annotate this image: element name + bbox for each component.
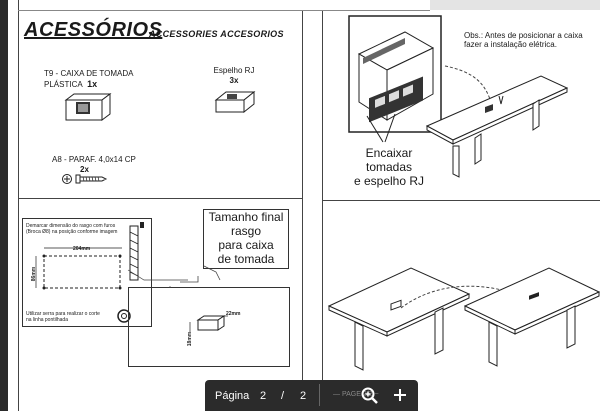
cut-result-box xyxy=(128,287,290,367)
total-pages: 2 xyxy=(300,390,307,402)
panel-divider-vertical xyxy=(302,10,303,411)
dim-side: 18mm xyxy=(187,331,194,347)
page-subtitle: ACCESSORIES ACCESORIOS xyxy=(149,29,284,39)
plus-icon[interactable] xyxy=(393,388,407,402)
panel-divider-left xyxy=(18,198,302,199)
toolbar-divider xyxy=(319,384,320,406)
cut-note: Utilizar serra para realizar o corte na … xyxy=(26,311,100,323)
drill-detail-drawing xyxy=(35,222,144,323)
page-title: ACESSÓRIOS xyxy=(24,19,163,41)
screw-drawing xyxy=(62,174,108,184)
step1-illustration xyxy=(348,15,569,178)
t9-label: T9 - CAIXA DE TOMADA PLÁSTICA 1x xyxy=(44,69,134,89)
zoom-in-icon[interactable] xyxy=(361,387,379,405)
page-top-border xyxy=(18,10,430,11)
rj-mirror-drawing xyxy=(214,90,256,114)
panel-divider-vertical-2 xyxy=(322,10,323,411)
cut-result-drawing xyxy=(127,265,228,332)
current-page-input[interactable]: 2 xyxy=(260,390,267,402)
final-cut-size-callout: Tamanho final rasgo para caixa de tomada xyxy=(203,209,289,269)
a8-label: A8 - PARAF. 4,0x14 CP 2x xyxy=(52,155,136,174)
drill-note: Demarcar dimensão do rasgo com furos (Br… xyxy=(26,223,118,235)
dim-depth: 22mm xyxy=(226,311,241,317)
zoom-out-button[interactable]: — PAGE 2/2 ~ xyxy=(333,391,379,398)
installation-note: Obs.: Antes de posicionar a caixa fazer … xyxy=(464,31,583,49)
t9-outlet-box-drawing xyxy=(64,93,112,121)
pdf-viewer-toolbar: Página 2 / 2 — PAGE 2/2 ~ xyxy=(205,380,418,411)
page-border-left xyxy=(18,0,19,411)
dim-width: 204mm xyxy=(73,246,91,252)
panel-divider-right xyxy=(322,200,600,201)
viewer-top-strip xyxy=(430,0,600,10)
step1-caption: Encaixar tomadas e espelho RJ xyxy=(353,146,425,188)
viewer-left-edge xyxy=(0,0,8,411)
page-label: Página xyxy=(215,390,250,402)
step3-illustration xyxy=(327,267,600,371)
page-separator: / xyxy=(281,390,285,402)
rj-label: Espelho RJ 3x xyxy=(213,66,255,85)
